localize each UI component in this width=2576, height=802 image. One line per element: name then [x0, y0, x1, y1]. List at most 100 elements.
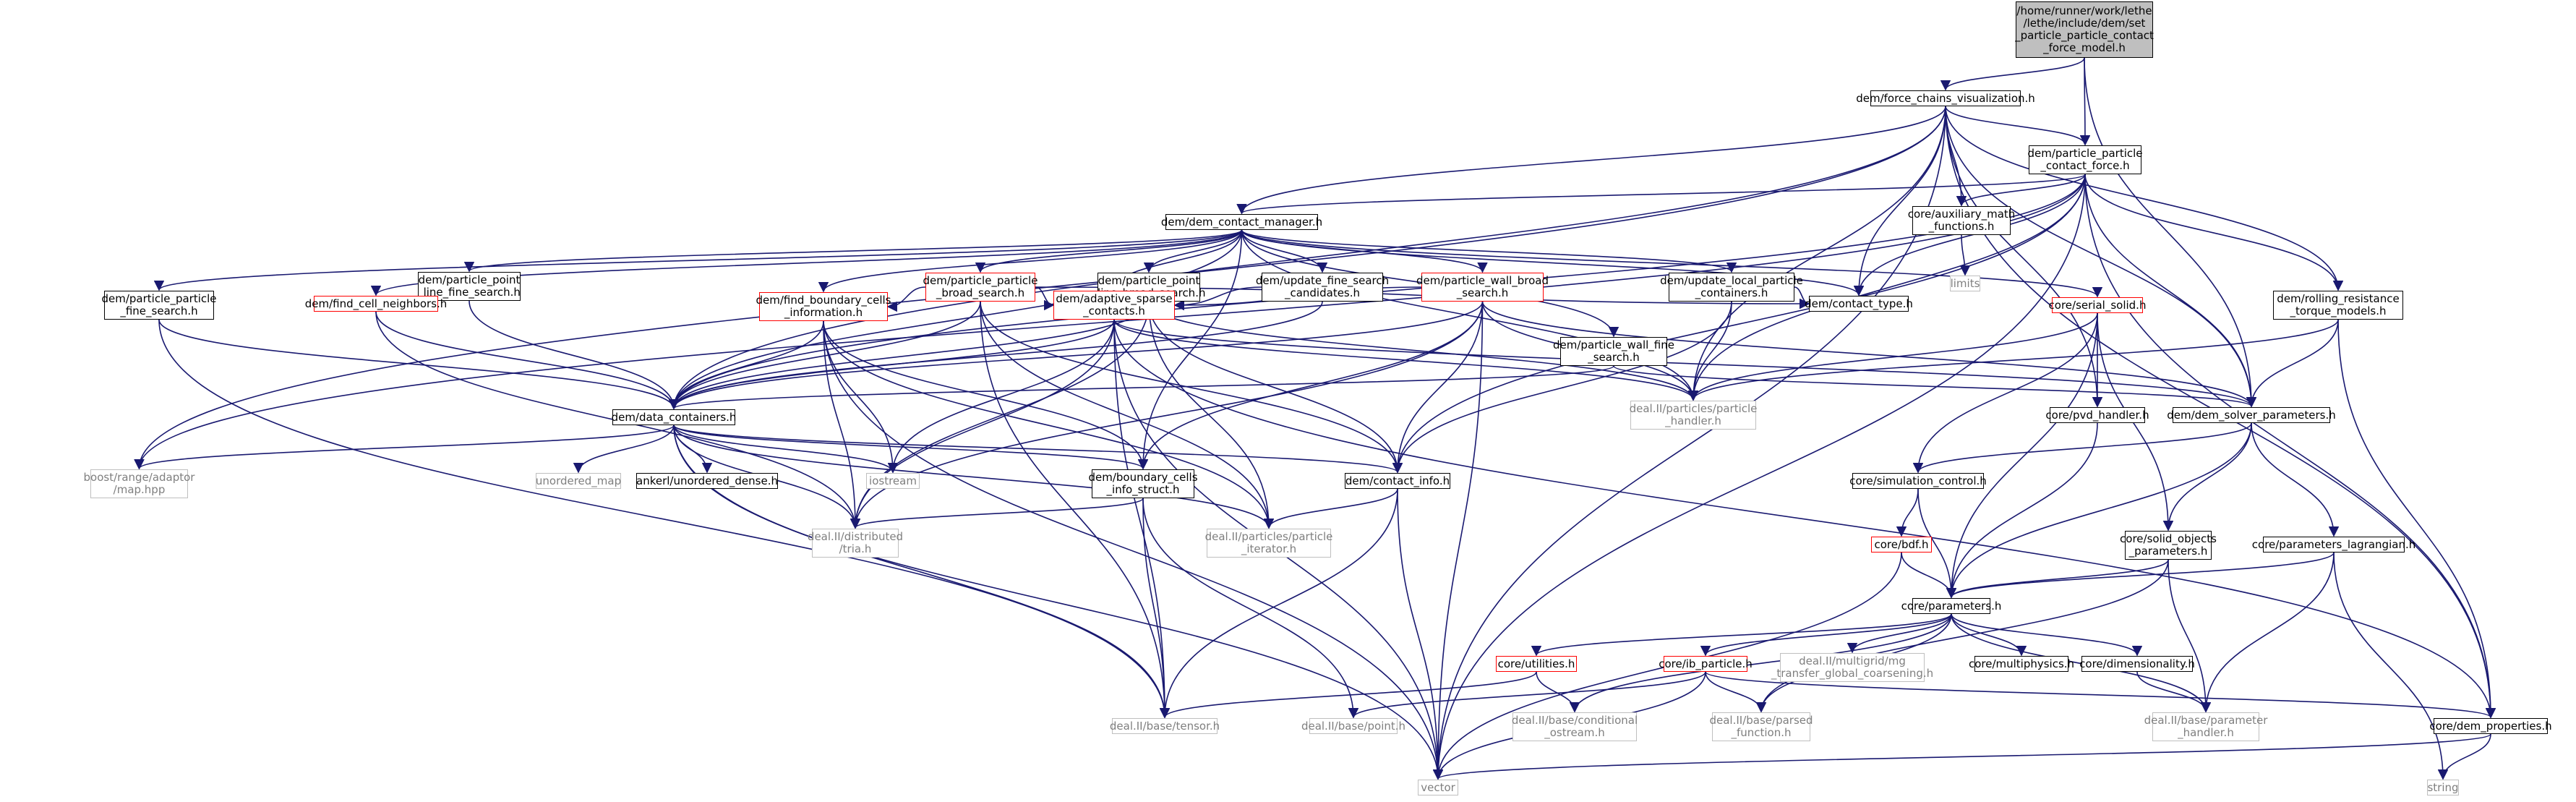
- contact-type-node[interactable]: dem/contact_type.h: [1805, 296, 1913, 312]
- edge-dsp-to-sop: [2162, 422, 2252, 532]
- edge-fcv-to-ct: [1853, 106, 1946, 297]
- auxiliary-math-functions-node[interactable]: core/auxiliary_math _functions.h: [1908, 206, 2015, 235]
- update-fine-search-candidates-node[interactable]: dem/update_fine_search _candidates.h: [1256, 273, 1389, 302]
- dimensionality-node[interactable]: core/dimensionality.h: [2079, 656, 2195, 672]
- edge-dc-to-cinfo: [673, 425, 1403, 474]
- edge-rrtm-to-dp: [2337, 319, 2496, 719]
- edge-pwfs-to-dsp: [1613, 365, 2256, 408]
- particle-particle-broad-search-node[interactable]: dem/particle_particle _broad_search.h: [923, 273, 1038, 302]
- edge-fcv-to-rrtm: [1945, 106, 2344, 291]
- edge-dcm-to-ct: [1241, 229, 1864, 297]
- edge-sc-to-params: [1917, 488, 1957, 599]
- edge-pppbs-to-fbci: [886, 286, 926, 312]
- parameters-lagrangian-node[interactable]: core/parameters_lagrangian.h: [2252, 537, 2415, 553]
- boost-range-adaptor-map-node: boost/range/adaptor /map.hpp: [84, 469, 194, 498]
- find-cell-neighbors-node[interactable]: dem/find_cell_neighbors.h: [305, 296, 447, 312]
- particle-wall-fine-search-node[interactable]: dem/particle_wall_fine _search.h: [1553, 337, 1674, 366]
- dem-solver-parameters-node[interactable]: dem/dem_solver_parameters.h: [2167, 407, 2336, 423]
- edge-fcv-to-dsp: [1945, 106, 2257, 408]
- edge-ufsc-to-asc: [1173, 286, 1262, 311]
- edge-pppbs-to-dc: [668, 301, 981, 410]
- root-file-node: /home/runner/work/lethe /lethe/include/d…: [2015, 1, 2154, 58]
- boundary-cells-info-struct-node[interactable]: dem/boundary_cells _info_struct.h: [1089, 469, 1198, 498]
- edge-dim-to-ph: [2136, 671, 2212, 713]
- solid-objects-parameters-node[interactable]: core/solid_objects _parameters.h: [2120, 531, 2217, 560]
- edge-ppcf-to-cinfo: [1392, 174, 2086, 474]
- pvd-handler-node[interactable]: core/pvd_handler.h: [2045, 407, 2149, 423]
- edge-pppbs-to-ppi: [980, 301, 1275, 529]
- edge-sop-to-ph: [2168, 559, 2212, 713]
- mg-transfer-global-coarsening-node: deal.II/multigrid/mg _transfer_global_co…: [1771, 653, 1933, 682]
- unordered-map-node: unordered_map: [536, 473, 621, 489]
- edge-ppcf-to-dsp: [2084, 174, 2257, 408]
- edge-util-to-tensor: [1160, 671, 1537, 719]
- edge-bcis-to-tria: [850, 498, 1144, 529]
- edge-pwbs-to-cinfo: [1392, 301, 1484, 474]
- edge-root-to-dsp: [2084, 57, 2257, 408]
- edge-cinfo-to-vector: [1397, 488, 1444, 780]
- adaptive-sparse-contacts-node[interactable]: dem/adaptive_sparse _contacts.h: [1053, 291, 1175, 320]
- edge-util-to-cos: [1536, 671, 1580, 713]
- edge-dc-to-umap: [573, 425, 675, 474]
- edge-ulpc-to-pph: [1687, 301, 1732, 401]
- edge-fcv-to-boost: [134, 106, 1946, 470]
- particle-wall-broad-search-node[interactable]: dem/particle_wall_broad _search.h: [1416, 273, 1549, 302]
- edge-pwbs-to-vector: [1432, 301, 1484, 780]
- edge-dc-to-iostream: [673, 425, 899, 474]
- edge-ppcf-to-dp: [2084, 174, 2496, 719]
- dem-properties-node[interactable]: core/dem_properties.h: [2429, 718, 2552, 734]
- edge-pwbs-to-bcis: [1137, 301, 1484, 470]
- vector-node: vector: [1418, 780, 1458, 795]
- ib-particle-node[interactable]: core/ib_particle.h: [1659, 656, 1753, 672]
- edge-cinfo-to-ppi: [1263, 488, 1398, 529]
- edge-pl-to-ph: [2200, 552, 2335, 713]
- data-containers-node[interactable]: dem/data_containers.h: [612, 409, 736, 425]
- edge-dcm-to-ss: [1241, 229, 2102, 298]
- dem-contact-manager-node[interactable]: dem/dem_contact_manager.h: [1161, 214, 1322, 230]
- edge-ss-to-pph: [1687, 312, 2098, 401]
- string-node: string: [2427, 780, 2459, 795]
- edge-dc-to-ppi: [673, 425, 1275, 529]
- edge-ppcf-to-boost: [134, 174, 2086, 470]
- simulation-control-node[interactable]: core/simulation_control.h: [1849, 473, 1987, 489]
- utilities-node[interactable]: core/utilities.h: [1496, 656, 1577, 672]
- edge-dcm-to-pppbs: [975, 229, 1243, 273]
- edge-fbci-to-bcis: [823, 320, 1149, 470]
- edge-asc-to-dp: [1113, 319, 2496, 719]
- particle-iterator-node: deal.II/particles/particle _iterator.h: [1205, 529, 1332, 558]
- edge-ppcf-to-rrtm: [2084, 174, 2344, 291]
- force-chains-visualization-node[interactable]: dem/force_chains_visualization.h: [1856, 90, 2035, 106]
- edge-dc-to-vector: [673, 425, 1444, 780]
- contact-info-node[interactable]: dem/contact_info.h: [1345, 473, 1450, 489]
- edge-rrtm-to-pph: [1688, 319, 2339, 401]
- edge-asc-to-pph: [1113, 319, 1699, 401]
- ankerl-unordered-dense-node[interactable]: ankerl/unordered_dense.h: [636, 473, 778, 489]
- update-local-particle-containers-node[interactable]: dem/update_local_particle _containers.h: [1660, 273, 1803, 302]
- edge-ibp-to-dp: [1705, 671, 2496, 719]
- serial-solid-node[interactable]: core/serial_solid.h: [2049, 297, 2146, 313]
- point-node: deal.II/base/point.h: [1301, 718, 1405, 734]
- find-boundary-cells-information-node[interactable]: dem/find_boundary_cells _information.h: [756, 292, 891, 321]
- bdf-node[interactable]: core/bdf.h: [1871, 537, 1932, 553]
- parameters-node[interactable]: core/parameters.h: [1901, 598, 2001, 614]
- conditional-ostream-node: deal.II/base/conditional _ostream.h: [1512, 712, 1638, 741]
- edge-ibp-to-point: [1348, 671, 1706, 719]
- edge-ppcf-to-vector: [1432, 174, 2086, 780]
- rolling-resistance-torque-models-node[interactable]: dem/rolling_resistance _torque_models.h: [2273, 291, 2403, 320]
- particle-point-line-fine-search-node[interactable]: dem/particle_point _line_fine_search.h: [418, 272, 521, 301]
- multiphysics-node[interactable]: core/multiphysics.h: [1969, 656, 2074, 672]
- edge-ulpc-to-ct: [1794, 286, 1810, 310]
- edge-params-to-dim: [1951, 613, 2143, 657]
- edge-sc-to-bdf: [1896, 488, 1919, 537]
- edge-dp-to-vector: [1433, 733, 2491, 780]
- edge-ibp-to-pf: [1705, 671, 1767, 713]
- edge-asc-to-dc: [668, 319, 1115, 410]
- edge-params-to-util: [1531, 613, 1952, 657]
- particle-particle-contact-force-node[interactable]: dem/particle_particle _contact_force.h: [2027, 145, 2143, 174]
- particle-particle-fine-search-node[interactable]: dem/particle_particle _fine_search.h: [101, 291, 217, 320]
- edge-params-to-cos: [1569, 613, 1952, 713]
- limits-node: limits: [1950, 276, 1980, 291]
- edge-dcm-to-pplfs: [464, 229, 1243, 273]
- edge-dcm-to-pph: [1241, 229, 1699, 401]
